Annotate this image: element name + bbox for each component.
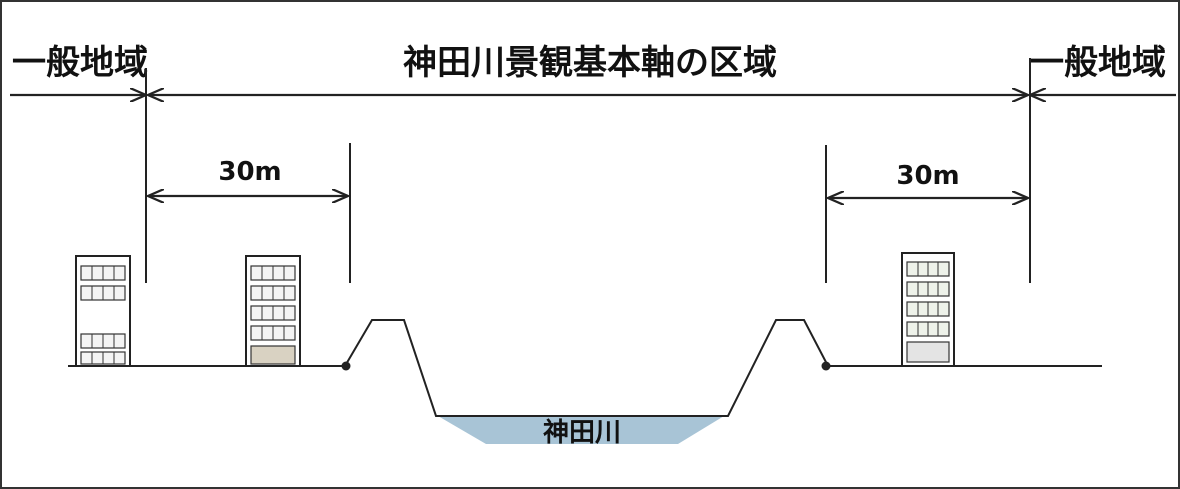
river-water [438,416,724,444]
river-label: 神田川 [543,418,621,448]
building-general-area-left [75,255,131,367]
general-area-label-right: 一般地域 [1030,43,1166,83]
distance-label-left: 30m [218,157,281,187]
levee-point-left [341,361,351,371]
building-zone-right [901,252,955,367]
ground-profile [68,319,1102,417]
levee-point-right [821,361,831,371]
general-area-label-left: 一般地域 [12,43,148,83]
building-zone-left [245,255,301,367]
distance-label-right: 30m [896,161,959,191]
zone-title: 神田川景観基本軸の区域 [403,43,777,83]
